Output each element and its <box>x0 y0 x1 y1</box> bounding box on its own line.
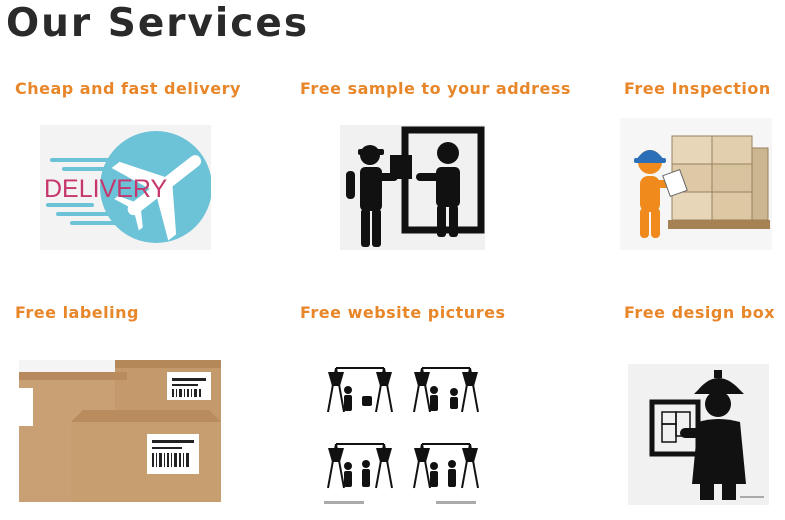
design-box-image <box>628 364 769 505</box>
pictures-image <box>318 360 494 510</box>
inspection-image <box>620 118 772 250</box>
inspector-icon <box>620 118 772 250</box>
engineer-blueprint-icon <box>628 364 769 505</box>
service-title-delivery: Cheap and fast delivery <box>15 79 241 98</box>
delivery-image-text: DELIVERY <box>44 175 168 203</box>
service-title-design-box: Free design box <box>624 303 776 322</box>
service-title-labeling: Free labeling <box>15 303 139 322</box>
cardboard-boxes-icon <box>19 360 221 502</box>
delivery-person-icon <box>340 125 485 250</box>
labeling-image <box>19 360 221 502</box>
service-title-pictures: Free website pictures <box>300 303 506 322</box>
delivery-image: DELIVERY <box>40 125 211 250</box>
airplane-icon: DELIVERY <box>40 125 211 250</box>
sample-image <box>340 125 485 250</box>
photo-studio-icon <box>318 360 494 510</box>
service-title-sample: Free sample to your address <box>300 79 571 98</box>
page-title: Our Services <box>6 1 310 46</box>
service-title-inspection: Free Inspection <box>624 79 771 98</box>
